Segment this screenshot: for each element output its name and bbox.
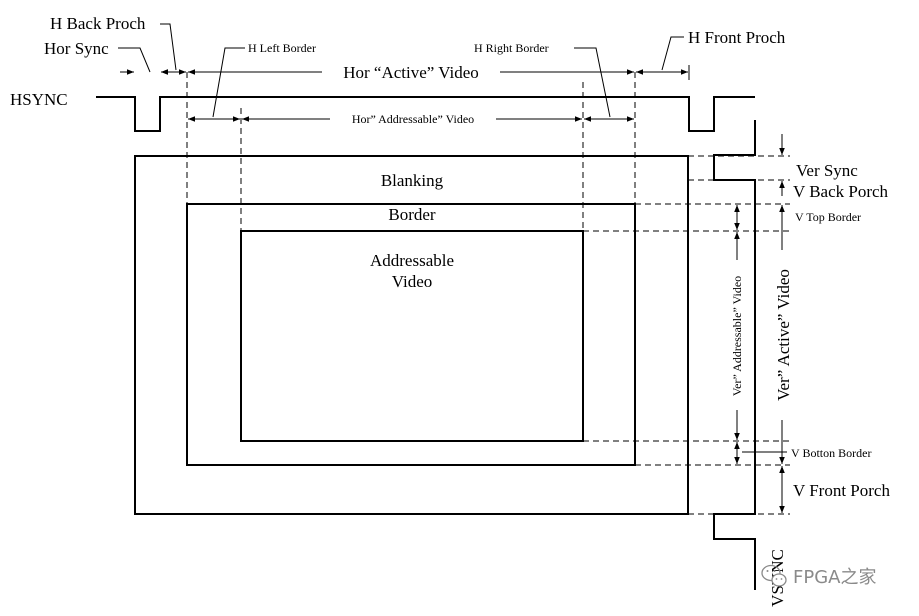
h-front-porch-label: H Front Proch (688, 28, 786, 47)
blanking-label: Blanking (381, 171, 444, 190)
v-back-porch-label: V Back Porch (793, 182, 889, 201)
vsync-waveform (713, 120, 756, 590)
addressable-rect (240, 230, 584, 442)
ver-active-video-label: Ver” Active” Video (774, 269, 793, 401)
h-front-porch-leader (661, 36, 684, 71)
border-label: Border (388, 205, 436, 224)
h-back-porch-leader (160, 23, 177, 71)
border-rect (186, 203, 636, 466)
ver-sync-label: Ver Sync (796, 161, 858, 180)
h-right-border-leader (574, 47, 611, 118)
h-left-border-label: H Left Border (248, 41, 316, 55)
hor-sync-label: Hor Sync (44, 39, 109, 58)
h-right-border-label: H Right Border (474, 41, 549, 55)
h-back-porch-label: H Back Proch (50, 14, 146, 33)
hsync-label: HSYNC (10, 90, 68, 109)
ver-addressable-video-label: Ver” Addressable” Video (730, 276, 744, 396)
wechat-icon (761, 564, 787, 587)
addressable-video-label: Video (392, 272, 433, 291)
hor-addressable-video-label: Hor” Addressable” Video (352, 112, 474, 126)
blanking-rect (134, 155, 689, 515)
hsync-waveform (96, 96, 755, 132)
v-top-border-label: V Top Border (795, 210, 861, 224)
h-left-border-leader (212, 47, 245, 118)
hor-active-video-label: Hor “Active” Video (343, 63, 479, 82)
addressable-label: Addressable (370, 251, 454, 270)
v-front-porch-label: V Front Porch (793, 481, 890, 500)
watermark-text: FPGA之家 (793, 567, 876, 588)
v-bottom-border-label: V Botton Border (791, 446, 871, 460)
hor-sync-leader (118, 47, 151, 73)
